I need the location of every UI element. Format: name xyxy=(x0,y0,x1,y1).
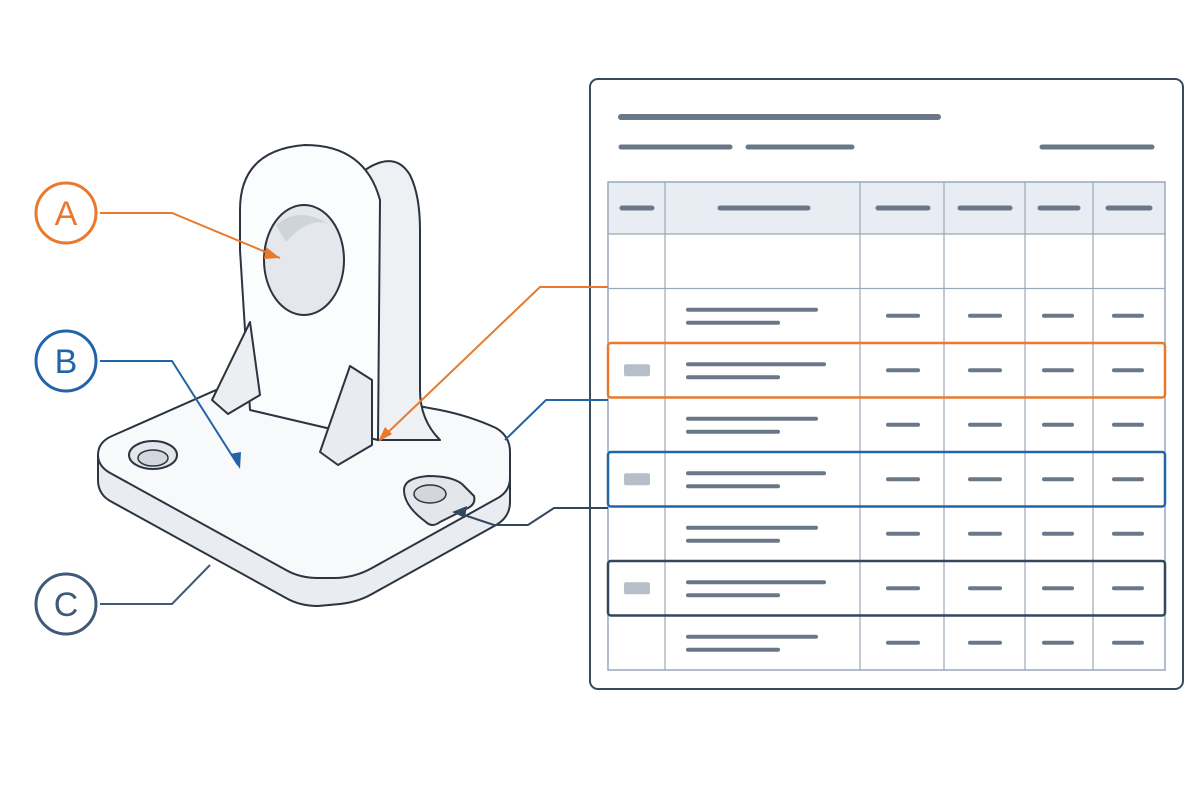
connector-a xyxy=(379,286,608,441)
connector-c-arrowhead xyxy=(452,506,467,518)
connector-b xyxy=(504,399,608,441)
callout-c: C xyxy=(34,564,211,636)
highlighted-row-c xyxy=(606,559,1167,617)
right-gusset xyxy=(319,365,373,466)
connector-c xyxy=(454,507,608,526)
callout-a: A xyxy=(34,181,281,259)
base-front-face xyxy=(97,454,511,607)
gray-square-icon xyxy=(624,364,650,377)
row-connectors xyxy=(378,286,608,526)
connector-a-arrowhead xyxy=(378,427,392,442)
gray-square-icon xyxy=(624,473,650,486)
left-gusset xyxy=(211,321,261,415)
spec-table xyxy=(606,181,1167,671)
callout-b-arrowhead xyxy=(230,452,241,469)
highlighted-row-b xyxy=(606,450,1167,508)
callout-c-label: C xyxy=(54,586,79,624)
table-outline xyxy=(607,181,1166,671)
highlighted-row-a xyxy=(606,341,1167,399)
spec-sheet-panel xyxy=(589,78,1184,690)
callout-a-label: A xyxy=(55,195,78,233)
upright-side-face xyxy=(364,160,441,441)
callout-b: B xyxy=(34,329,241,469)
callout-b-label: B xyxy=(55,343,78,381)
callout-a-arrowhead xyxy=(264,247,280,259)
callouts-layer: A B C xyxy=(34,181,281,636)
gray-square-icon xyxy=(624,582,650,595)
